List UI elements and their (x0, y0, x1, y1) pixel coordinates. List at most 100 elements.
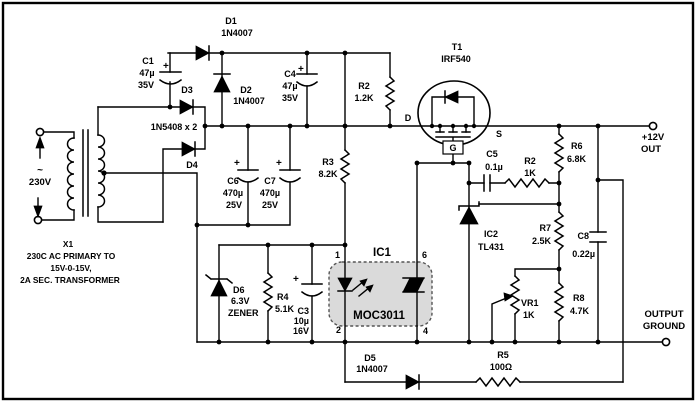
ic2-ref: IC2 (484, 229, 498, 239)
resistor-r4 (262, 271, 274, 313)
c3-plus: + (293, 274, 299, 285)
cap-c6 (236, 169, 260, 183)
r8-ref: R8 (573, 293, 585, 303)
c3-v1: 10µ (294, 316, 309, 326)
secondary-coil (97, 134, 106, 208)
output-ground-terminal (661, 337, 671, 347)
c1-v1: 47µ (139, 68, 154, 78)
potentiometer-vr1 (509, 274, 521, 316)
t1-gate: G (449, 143, 456, 153)
r6-ref: R6 (571, 141, 583, 151)
primary-coil (66, 137, 75, 211)
ic1-pin2: 2 (336, 325, 341, 335)
ac-voltage: 230V (29, 177, 52, 188)
component-symbols (33, 45, 671, 390)
diode-d1 (195, 45, 210, 61)
wires (41, 52, 663, 383)
gnd-label2: GROUND (643, 321, 685, 332)
transformer-core (82, 129, 89, 217)
c1-v2: 35V (138, 80, 154, 90)
x1-line2: 15V-0-15V, (50, 263, 91, 273)
diode-d2 (213, 75, 231, 93)
c7-v1: 470µ (260, 188, 280, 198)
x1-line3: 2A SEC. TRANSFORMER (20, 275, 120, 285)
c8-val: 0.22µ (572, 249, 595, 259)
x1-ref: X1 (63, 239, 74, 249)
r2b-ref: R2 (524, 156, 536, 166)
ic1-pin4: 4 (423, 326, 428, 336)
c7-plus: + (276, 158, 282, 169)
d1-ref: D1 (225, 16, 237, 26)
ac-terminal-top (35, 127, 45, 137)
c6-v1: 470µ (223, 188, 243, 198)
r7-ref: R7 (539, 223, 551, 233)
d5-val: 1N4007 (356, 364, 388, 374)
x1-line1: 230C AC PRIMARY TO (27, 251, 116, 261)
c1-plus: + (163, 61, 169, 72)
ic1-pin6: 6 (422, 250, 427, 260)
arrow-up (35, 135, 45, 149)
zener-d6-bar (204, 273, 234, 285)
d6-ref: D6 (233, 285, 245, 295)
figure-border (1, 1, 695, 401)
d2-val: 1N4007 (233, 96, 265, 106)
c8-ref: C8 (577, 231, 589, 241)
c5-val: 0.1µ (485, 162, 503, 172)
r7-val: 2.5K (532, 236, 552, 246)
d5-ref: D5 (364, 353, 376, 363)
opto-triac-down (409, 277, 425, 293)
vout-label2: OUT (641, 144, 661, 155)
resistor-r2b (503, 177, 551, 189)
c4-v2: 35V (282, 93, 298, 103)
vr1-wiper-arrow (503, 292, 514, 302)
d34-val: 1N5408 x 2 (151, 122, 198, 132)
tl431-cathode-bar (458, 201, 480, 211)
cap-c7 (278, 169, 302, 183)
d3-ref: D3 (181, 85, 193, 95)
d6-v1: 6.3V (231, 296, 250, 306)
vr1-val: 1K (523, 310, 535, 320)
cap-c3 (300, 283, 324, 297)
c6-v2: 25V (226, 200, 242, 210)
opto-led (337, 277, 353, 292)
resistor-r6 (553, 132, 565, 174)
mosfet-t1-circle (417, 80, 491, 146)
r5-val: 100Ω (490, 362, 512, 372)
r5-ref: R5 (497, 350, 509, 360)
c3-v2: 16V (293, 326, 309, 336)
plus12v-terminal (648, 121, 658, 131)
diode-d3 (179, 99, 194, 115)
r3-ref: R3 (322, 157, 334, 167)
gate-box (442, 140, 464, 155)
r4-ref: R4 (277, 292, 289, 302)
junction-dots (101, 50, 601, 345)
c3-ref: C3 (297, 306, 309, 316)
mosfet-body-diode (444, 90, 459, 104)
r8-val: 4.7K (570, 306, 590, 316)
d1-val: 1N4007 (221, 28, 253, 38)
arrow-down (33, 205, 43, 219)
resistor-r5 (474, 376, 522, 388)
labels: ~ 230V X1 230C AC PRIMARY TO 15V-0-15V, … (20, 16, 685, 374)
c6-plus: + (234, 158, 240, 169)
c7-v2: 25V (262, 200, 278, 210)
r2b-val: 1K (524, 168, 536, 178)
ac-tilde: ~ (37, 165, 43, 176)
c7-ref: C7 (264, 176, 276, 186)
r2a-val: 1.2K (354, 93, 374, 103)
ic1-pin1: 1 (335, 250, 340, 260)
resistor-r2a (384, 75, 396, 112)
resistor-r3 (339, 148, 351, 185)
ic1-val: MOC3011 (353, 310, 405, 322)
tl431-triangle (459, 206, 479, 225)
cap-c1 (158, 71, 183, 85)
cap-c8 (589, 231, 607, 243)
r2a-ref: R2 (358, 81, 370, 91)
diode-d4 (181, 141, 196, 157)
c4-v1: 47µ (282, 81, 297, 91)
t1-val: IRF540 (441, 54, 471, 64)
r6-val: 6.8K (567, 154, 587, 164)
ic2-val: TL431 (478, 242, 504, 252)
d6-v2: ZENER (228, 308, 259, 318)
